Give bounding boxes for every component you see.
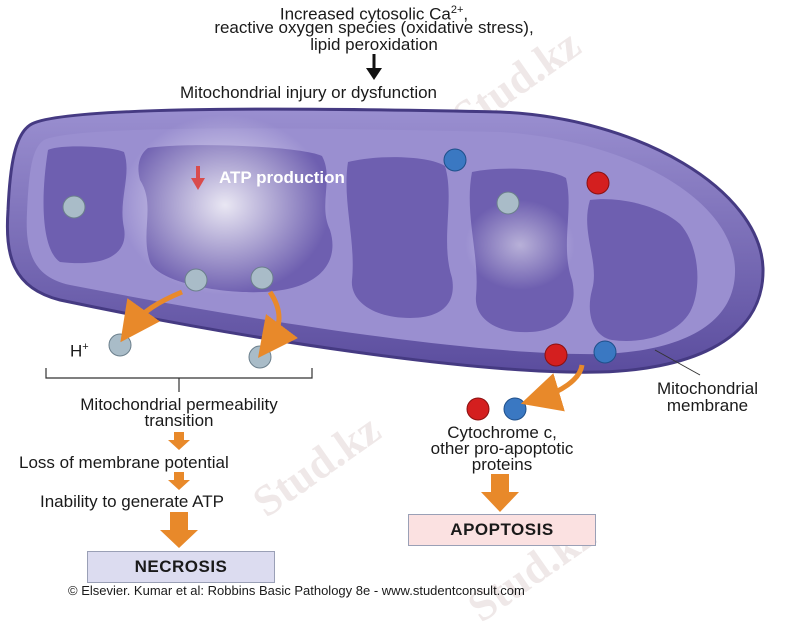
apoptosis-arrow (481, 474, 519, 512)
mpt-label-line-2: transition (144, 411, 214, 430)
gray-ion (496, 191, 520, 215)
step-arrow (168, 472, 190, 490)
injury-label: Mitochondrial injury or dysfunction (180, 83, 438, 102)
necrosis-box: NECROSIS (87, 551, 275, 583)
mpt-bracket (45, 368, 313, 379)
copyright-credit: © Elsevier. Kumar et al: Robbins Basic P… (68, 583, 525, 598)
red-protein (586, 171, 610, 195)
figure-canvas: Stud.kz Stud.kz Stud.kz Stud.kz (5, 0, 765, 632)
release-arrow (258, 290, 298, 359)
cytochrome-label-line-1: Cytochrome c, (447, 423, 557, 442)
cause-line-1-suffix: , (463, 4, 469, 24)
cytochrome-label-line-3: proteins (471, 455, 533, 474)
atp-inability-label: Inability to generate ATP (40, 492, 224, 511)
atp-glow (465, 200, 575, 290)
atp-decrease-arrowhead (191, 178, 205, 190)
h-plus-charge: + (82, 341, 89, 353)
released-red-protein (466, 397, 490, 421)
gray-ion (250, 266, 274, 290)
released-ion (248, 345, 272, 369)
crista (346, 157, 453, 318)
h-plus-label: H+ (70, 337, 89, 362)
released-ion (108, 333, 132, 357)
apoptosis-box: APOPTOSIS (408, 514, 596, 546)
membrane-label-line-1: Mitochondrial (656, 379, 759, 398)
release-arrow (520, 364, 585, 412)
cause-arrowhead (366, 68, 382, 80)
blue-protein (443, 148, 467, 172)
crista (587, 199, 698, 341)
calcium-charge: 2+ (450, 4, 464, 16)
mitochondrion-illustration (5, 54, 765, 548)
membrane-potential-label: Loss of membrane potential (19, 453, 229, 472)
necrosis-arrow (160, 512, 198, 548)
cause-line-1-prefix: Increased cytosolic Ca (279, 4, 451, 24)
red-protein (544, 343, 568, 367)
cause-line-2: reactive oxygen species (oxidative stres… (214, 18, 534, 37)
mpt-label-line-1: Mitochondrial permeability (80, 395, 278, 414)
release-arrow (120, 289, 183, 343)
cause-line-1: Increased cytosolic Ca2+, (224, 0, 524, 25)
cytochrome-label-line-2: other pro-apoptotic (430, 439, 574, 458)
blue-protein (593, 340, 617, 364)
gray-ion (184, 268, 208, 292)
cause-line-3: lipid peroxidation (310, 35, 438, 54)
gray-ion (62, 195, 86, 219)
atp-glow (120, 115, 330, 295)
step-arrow (168, 432, 190, 450)
membrane-leader (654, 349, 701, 376)
h-plus-symbol: H (70, 341, 83, 361)
membrane-label-line-2: membrane (666, 396, 749, 415)
atp-production-label: ATP production (219, 168, 345, 187)
released-blue-protein (503, 397, 527, 421)
